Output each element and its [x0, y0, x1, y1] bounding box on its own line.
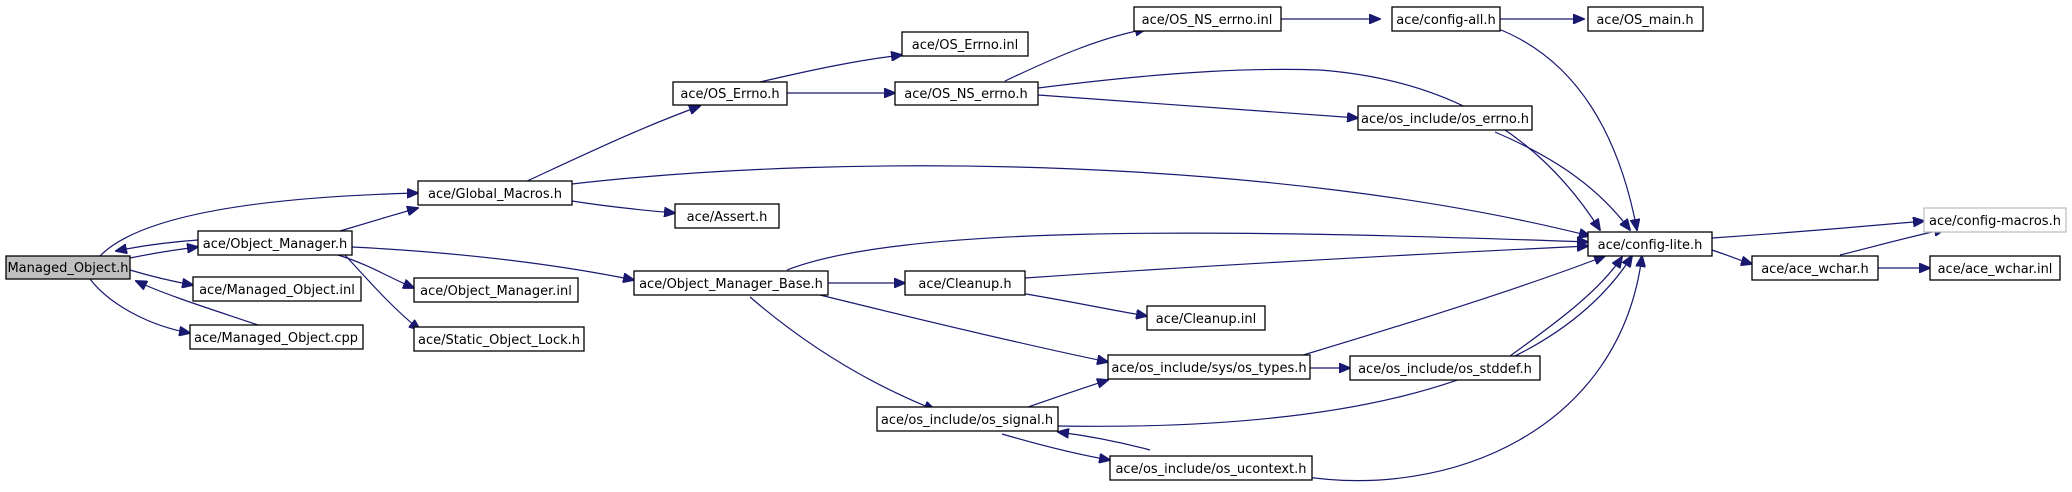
edge-managed-object-h-to-global-macros-h [99, 193, 418, 257]
node-label: ace/ace_wchar.inl [1938, 262, 2053, 277]
node-static-object-lock-h[interactable]: ace/Static_Object_Lock.h [413, 326, 585, 352]
edge-config-lite-h-to-config-macros-h [1711, 221, 1924, 239]
node-label: ace/ace_wchar.h [1761, 262, 1869, 277]
edge-os-types-h-to-config-lite-h [1299, 256, 1605, 357]
edge-managed-object-h-to-object-manager-h [129, 247, 198, 259]
node-config-macros-h[interactable]: ace/config-macros.h [1923, 207, 2067, 233]
edge-os-stddef-h-to-config-lite-h [1509, 257, 1622, 357]
node-os-main-h[interactable]: ace/OS_main.h [1587, 6, 1704, 32]
node-label: ace/Managed_Object.inl [199, 283, 355, 298]
edge-os-signal-h-to-os-types-h [1024, 380, 1108, 409]
node-label: ace/OS_Errno.h [680, 87, 779, 102]
node-cleanup-h[interactable]: ace/Cleanup.h [904, 270, 1026, 296]
node-os-ns-errno-h[interactable]: ace/OS_NS_errno.h [894, 81, 1039, 106]
node-label: ace/OS_NS_errno.h [904, 87, 1028, 102]
node-label: ace/config-lite.h [1598, 238, 1703, 253]
node-os-types-h[interactable]: ace/os_include/sys/os_types.h [1107, 354, 1311, 380]
node-label: ace/Object_Manager.inl [420, 284, 572, 299]
node-label: ace/OS_Errno.inl [912, 38, 1018, 53]
edge-object-manager-base-h-to-config-lite-h [786, 232, 1588, 271]
node-config-lite-h[interactable]: ace/config-lite.h [1587, 231, 1713, 257]
node-assert-h[interactable]: ace/Assert.h [674, 203, 780, 229]
edge-ace-wchar-h-to-config-macros-h [1839, 229, 1945, 256]
node-label: ace/Cleanup.h [918, 277, 1011, 292]
node-managed-object-cpp[interactable]: ace/Managed_Object.cpp [189, 324, 364, 350]
node-managed-object-h[interactable]: Managed_Object.h [5, 255, 131, 280]
edge-os-ns-errno-h-to-os-ns-errno-inl [1004, 29, 1146, 82]
node-object-manager-h[interactable]: ace/Object_Manager.h [197, 230, 353, 256]
edge-cleanup-h-to-cleanup-inl [1019, 292, 1147, 316]
node-label: ace/Cleanup.inl [1156, 312, 1256, 327]
node-config-all-h[interactable]: ace/config-all.h [1391, 6, 1501, 32]
node-os-signal-h[interactable]: ace/os_include/os_signal.h [876, 406, 1059, 432]
edge-cleanup-h-to-config-lite-h [1024, 246, 1588, 279]
node-label: ace/Global_Macros.h [428, 187, 562, 202]
edge-object-manager-h-to-managed-object-h [116, 239, 199, 251]
edge-managed-object-h-to-managed-object-inl [129, 269, 193, 285]
node-label: ace/os_include/os_ucontext.h [1115, 462, 1306, 477]
node-label: ace/os_include/os_stddef.h [1358, 362, 1532, 377]
edge-managed-object-cpp-to-managed-object-h [136, 281, 259, 326]
node-os-ucontext-h[interactable]: ace/os_include/os_ucontext.h [1109, 455, 1313, 481]
edge-os-errno-h-to-os-errno-inl [759, 55, 902, 83]
edge-object-manager-h-to-global-macros-h [339, 208, 418, 232]
node-label: ace/config-all.h [1396, 13, 1496, 28]
node-ace-wchar-inl[interactable]: ace/ace_wchar.inl [1929, 255, 2061, 281]
node-os-stddef-h[interactable]: ace/os_include/os_stddef.h [1349, 355, 1541, 381]
node-label: Managed_Object.h [7, 261, 128, 276]
node-label: ace/OS_NS_errno.inl [1142, 13, 1273, 28]
edge-global-macros-h-to-os-errno-h [524, 106, 700, 183]
node-label: ace/os_include/os_signal.h [881, 413, 1053, 428]
edge-os-signal-h-to-os-ucontext-h [1001, 433, 1110, 460]
node-label: ace/OS_main.h [1596, 13, 1693, 28]
node-os-errno-inl[interactable]: ace/OS_Errno.inl [901, 31, 1029, 57]
node-managed-object-inl[interactable]: ace/Managed_Object.inl [192, 276, 362, 302]
node-label: ace/Assert.h [687, 210, 768, 225]
node-label: ace/Object_Manager.h [203, 237, 348, 252]
node-cleanup-inl[interactable]: ace/Cleanup.inl [1146, 305, 1266, 331]
node-global-macros-h[interactable]: ace/Global_Macros.h [417, 180, 573, 206]
edge-managed-object-h-to-managed-object-cpp [89, 278, 190, 333]
edge-config-lite-h-to-ace-wchar-h [1711, 249, 1752, 264]
edge-object-manager-h-to-static-object-lock-h [344, 254, 420, 330]
edge-os-ucontext-h-to-config-lite-h [1299, 256, 1642, 482]
edge-os-ns-errno-h-to-config-lite-h [1037, 68, 1600, 230]
node-label: ace/config-macros.h [1929, 214, 2061, 229]
edge-object-manager-h-to-object-manager-base-h [351, 246, 634, 280]
node-os-ns-errno-inl[interactable]: ace/OS_NS_errno.inl [1133, 6, 1282, 32]
node-label: ace/Object_Manager_Base.h [639, 277, 823, 292]
node-label: ace/os_include/os_errno.h [1361, 112, 1529, 127]
node-object-manager-inl[interactable]: ace/Object_Manager.inl [413, 277, 579, 303]
edge-object-manager-base-h-to-os-signal-h [749, 296, 935, 410]
edge-object-manager-base-h-to-os-types-h [819, 294, 1108, 362]
node-label: ace/os_include/sys/os_types.h [1111, 361, 1306, 376]
edge-global-macros-h-to-assert-h [571, 200, 675, 213]
node-label: ace/Managed_Object.cpp [194, 331, 358, 346]
node-ace-wchar-h[interactable]: ace/ace_wchar.h [1751, 255, 1879, 281]
edge-global-macros-h-to-config-lite-h [571, 165, 1590, 236]
node-os-include-os-errno-h[interactable]: ace/os_include/os_errno.h [1357, 105, 1533, 131]
node-label: ace/Static_Object_Lock.h [418, 333, 580, 348]
edge-config-all-h-to-config-lite-h [1495, 27, 1637, 230]
edge-os-ucontext-h-to-os-signal-h [1058, 432, 1151, 451]
node-object-manager-base-h[interactable]: ace/Object_Manager_Base.h [633, 270, 829, 296]
edge-os-signal-h-to-config-lite-h [1056, 256, 1632, 427]
nodes: Managed_Object.h ace/Object_Manager.h ac… [5, 6, 2067, 481]
node-os-errno-h[interactable]: ace/OS_Errno.h [672, 81, 788, 106]
edge-os-ns-errno-h-to-os-include-os-errno-h [1037, 94, 1358, 118]
edge-os-include-os-errno-h-to-config-lite-h [1494, 131, 1630, 230]
